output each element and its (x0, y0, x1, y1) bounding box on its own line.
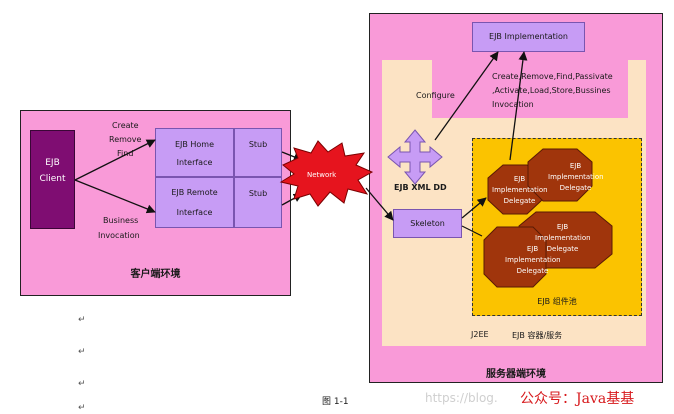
figure-caption: 图 1-1 (322, 397, 349, 407)
arrow-skeleton-to-pool (461, 197, 487, 219)
label-create: Create (112, 121, 139, 130)
ejb-client-label: EJB Client (39, 158, 66, 184)
network-label: Network (307, 171, 337, 179)
ejb-container-top-region-right (628, 60, 646, 120)
xml-dd-label: EJB XML DD (394, 183, 447, 192)
ejb-implementation-label: EJB Implementation (489, 32, 568, 41)
lifecycle-line-3: Invocation (492, 100, 534, 109)
ejb-container-top-region (382, 60, 432, 120)
arrow-client-to-remote (74, 179, 156, 214)
label-find: Find (117, 149, 134, 158)
lifecycle-line-2: ,Activate,Load,Store,Bussines (492, 86, 611, 95)
arrow-skeleton-to-pool-2 (461, 225, 483, 237)
arrow-network-to-skeleton (365, 187, 394, 221)
watermark-brand: 公众号：Java基基 (520, 391, 635, 407)
ejb-home-label: EJB Home (174, 140, 215, 149)
client-environment-title: 客户端环境 (130, 269, 181, 280)
paragraph-mark: ↵ (78, 347, 86, 357)
label-invocation: Invocation (98, 231, 140, 240)
stub-box-2 (234, 177, 282, 228)
delegate-label-3: EJB Implementation Delegate (535, 223, 591, 253)
stub-label-1: Stub (248, 140, 268, 149)
stub-label-2: Stub (248, 189, 268, 198)
delegate-label-2: EJB Implementation Delegate (548, 162, 604, 192)
paragraph-mark: ↵ (78, 315, 86, 325)
server-environment-title: 服务器端环境 (486, 369, 546, 380)
delegate-octagon-2 (527, 148, 593, 202)
skeleton-box (393, 209, 462, 238)
arrow-pool-to-implementation (509, 51, 528, 161)
label-business: Business (103, 216, 139, 225)
pool-label: EJB 组件池 (537, 297, 577, 306)
delegate-label-1: EJB Implementation Delegate (492, 175, 548, 205)
arrow-client-to-home (74, 139, 156, 181)
lifecycle-line-1: Create,Remove,Find,Passivate (492, 72, 613, 81)
delegate-octagon-4 (483, 226, 547, 288)
ejb-remote-box (155, 177, 234, 228)
ejb-implementation-box (472, 22, 585, 52)
network-burst (279, 140, 374, 207)
ejb-remote-label: EJB Remote (171, 188, 218, 197)
delegate-label-4: EJB Implementation Delegate (505, 245, 561, 275)
label-remove: Remove (109, 135, 142, 144)
xml-dd-cross-icon (387, 129, 443, 185)
ejb-home-interface-label: Interface (176, 158, 213, 167)
j2ee-label: J2EE (471, 330, 489, 339)
configure-label: Configure (416, 91, 455, 100)
stub-box-1 (234, 128, 282, 177)
ejb-client-box (30, 130, 75, 229)
paragraph-mark: ↵ (78, 379, 86, 389)
container-label: EJB 容器/服务 (512, 331, 563, 340)
skeleton-label: Skeleton (410, 219, 445, 228)
ejb-home-box (155, 128, 234, 177)
watermark-url: https://blog. (425, 391, 498, 405)
ejb-remote-interface-label: Interface (176, 208, 213, 217)
arrow-xmldd-to-implementation (434, 51, 499, 141)
paragraph-mark: ↵ (78, 403, 86, 413)
